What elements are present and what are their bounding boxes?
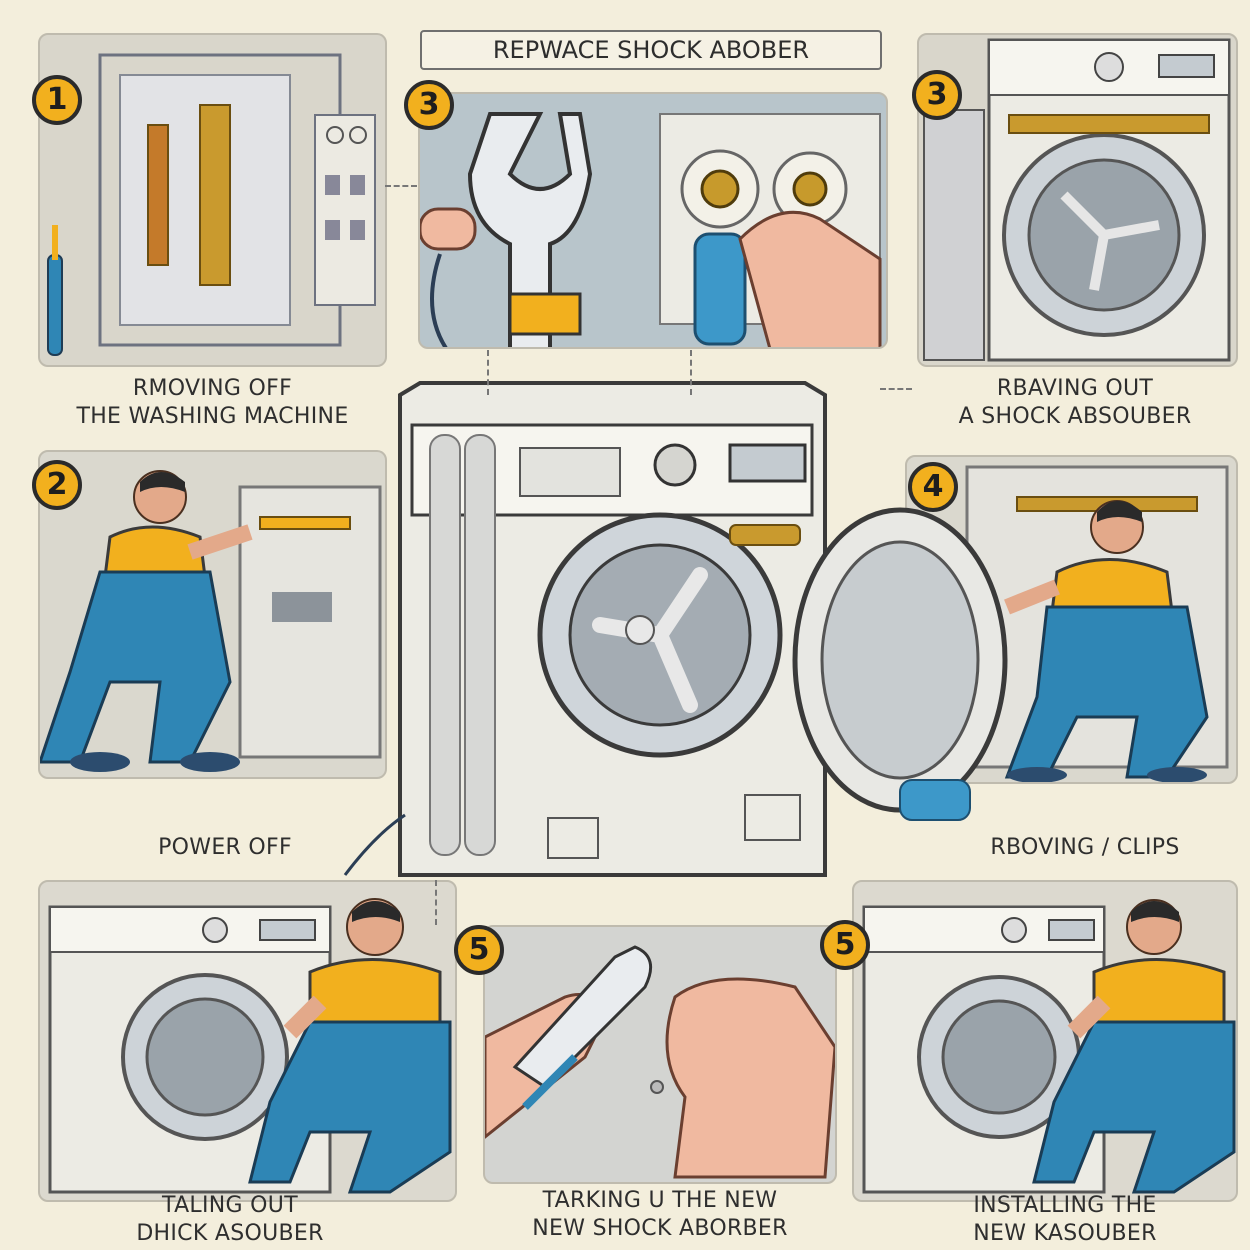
step-caption: INSTALLING THE NEW KASOUBER <box>900 1192 1230 1248</box>
caption-line: NEW KASOUBER <box>973 1221 1157 1246</box>
connector-line <box>385 185 417 187</box>
panel-step-2-power <box>38 450 387 779</box>
technician-installing-absorber-illustration <box>862 899 1236 1194</box>
caption-line: THE WASHING MACHINE <box>76 404 349 429</box>
step-badge: 3 <box>912 70 962 120</box>
panel-step-1 <box>38 33 387 367</box>
hands-with-new-absorber-illustration <box>485 945 835 1179</box>
wrench-and-hose-illustration <box>420 112 882 347</box>
step-badge: 1 <box>32 75 82 125</box>
technician-at-panel-illustration <box>40 470 382 772</box>
step-caption: TALING OUT DHICK ASOUBER <box>60 1192 400 1248</box>
caption-line: TALING OUT <box>162 1193 298 1218</box>
connector-line <box>487 350 489 395</box>
panel-step-3-open-machine <box>917 33 1238 367</box>
caption-line: RMOVING OFF <box>132 376 293 401</box>
caption-line: INSTALLING THE <box>973 1193 1157 1218</box>
step-caption: POWER OFF <box>40 834 410 862</box>
caption-line: POWER OFF <box>158 835 292 860</box>
step-badge: 2 <box>32 460 82 510</box>
caption-line: DHICK ASOUBER <box>136 1221 324 1246</box>
step-caption: RMOVING OFF THE WASHING MACHINE <box>40 375 385 431</box>
panel-step-4-clips <box>905 455 1238 784</box>
panel-step-taking-out <box>38 880 457 1202</box>
technician-taking-out-absorber-illustration <box>48 898 452 1194</box>
caption-line: RBOVING / CLIPS <box>990 835 1180 860</box>
panel-step-5-new-absorber <box>483 925 837 1184</box>
caption-line: TARKING U THE NEW <box>542 1188 778 1213</box>
technician-removing-clips-illustration <box>965 465 1229 782</box>
diagram-title: REPWACE SHOCK ABOBER <box>420 30 882 70</box>
step-badge: 5 <box>454 925 504 975</box>
panel-step-5-installing <box>852 880 1238 1202</box>
step-caption: RBOVING / CLIPS <box>935 834 1235 862</box>
step-badge: 4 <box>908 462 958 512</box>
machine-internals-illustration <box>47 53 376 356</box>
step-badge: 3 <box>404 80 454 130</box>
panel-step-3-wrench <box>418 92 888 349</box>
caption-line: RBAVING OUT <box>996 376 1154 401</box>
caption-line: NEW SHOCK ABORBER <box>532 1216 788 1241</box>
step-caption: RBAVING OUT A SHOCK ABSOUBER <box>915 375 1235 431</box>
open-washing-machine-illustration <box>923 38 1231 362</box>
connector-line <box>690 350 692 395</box>
connector-line <box>880 388 912 390</box>
step-caption: TARKING U THE NEW NEW SHOCK ABORBER <box>470 1187 850 1243</box>
connector-line <box>435 880 437 925</box>
caption-line: A SHOCK ABSOUBER <box>958 404 1192 429</box>
step-badge: 5 <box>820 920 870 970</box>
